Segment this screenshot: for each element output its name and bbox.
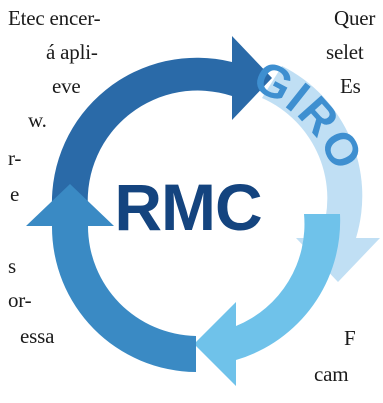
- right-text-line-3: Es: [340, 74, 361, 98]
- cycle-arrow-left: [26, 184, 196, 372]
- cycle-arrow-bottom: [194, 214, 341, 386]
- right-text-line-4: F: [344, 326, 356, 350]
- left-text-line-2: á apli-: [46, 40, 98, 64]
- left-text-line-1: Etec encer-: [8, 6, 101, 30]
- left-text-line-8: or-: [8, 288, 32, 312]
- center-label: RMC: [114, 170, 261, 244]
- right-text-line-2: selet: [326, 40, 364, 64]
- left-text-line-4: w.: [28, 108, 47, 132]
- cycle-arrow-right: [262, 66, 380, 282]
- left-text-line-6: e: [10, 182, 20, 206]
- arc-label-text: GIRO: [246, 50, 372, 179]
- left-text-line-7: s: [8, 254, 16, 278]
- cycle-arrow-top: [51, 36, 272, 208]
- right-text-line-1: Quer: [334, 6, 376, 30]
- left-text-line-5: r-: [8, 146, 22, 170]
- right-text-line-5: cam: [314, 362, 349, 386]
- left-text-line-9: essa: [20, 324, 55, 348]
- arc-label: GIRO: [246, 50, 374, 179]
- left-text-line-3: eve: [52, 74, 81, 98]
